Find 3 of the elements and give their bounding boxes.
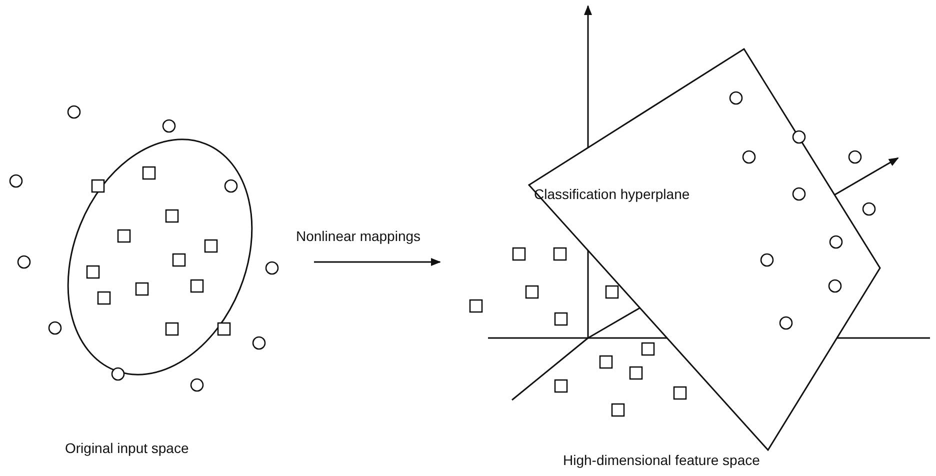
space-caption: Original input space bbox=[65, 440, 189, 456]
arrow-label: Nonlinear mappings bbox=[296, 228, 421, 244]
space-caption: High-dimensional feature space bbox=[563, 452, 760, 468]
